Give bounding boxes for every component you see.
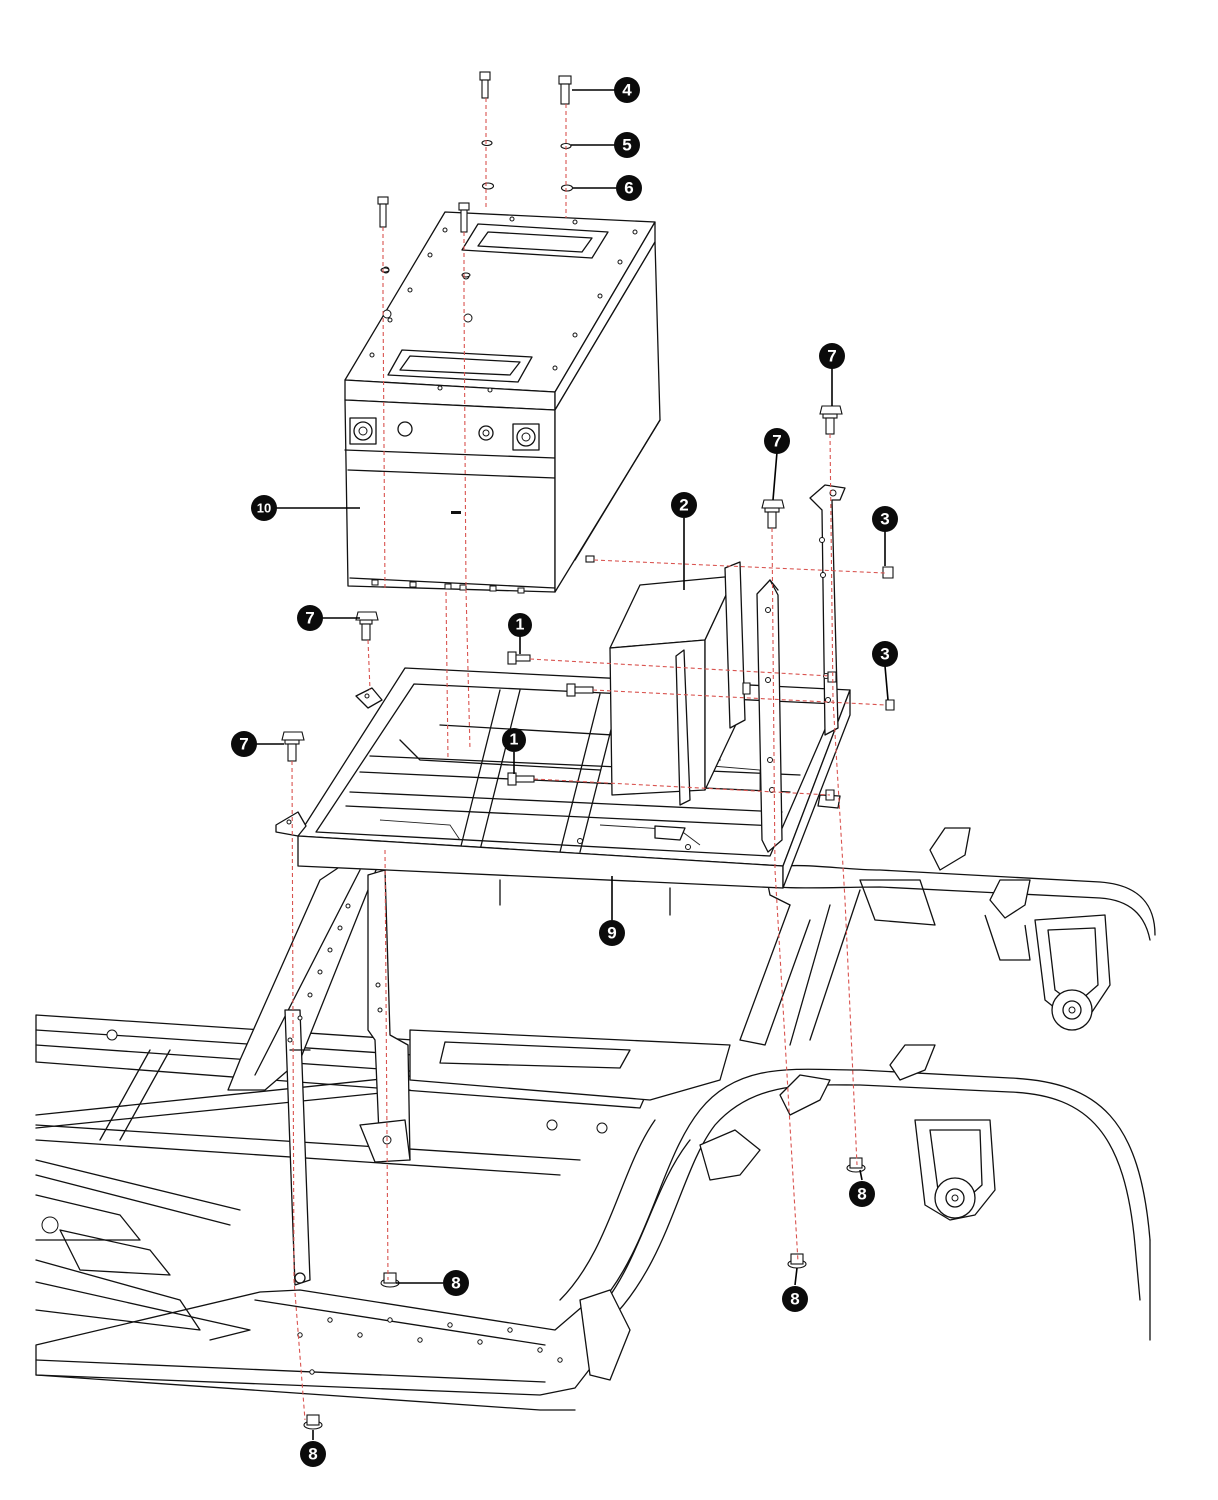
- callout-label: 10: [257, 501, 271, 516]
- callout-8: 8: [443, 1270, 469, 1296]
- suspension-mount-upper: [1034, 914, 1111, 1031]
- vehicle-chassis: [35, 827, 1156, 1411]
- callout-label: 9: [607, 924, 616, 943]
- callout-label: 7: [827, 347, 836, 366]
- callout-7: 7: [231, 731, 257, 757]
- flange-bolt-7c: [761, 499, 785, 529]
- callout-8: 8: [300, 1441, 326, 1467]
- callout-label: 3: [880, 645, 889, 664]
- callout-label: 8: [308, 1445, 317, 1464]
- flange-bolt-7a: [355, 611, 379, 641]
- flange-bolt-7b: [281, 731, 305, 762]
- callout-7: 7: [297, 605, 323, 631]
- suspension-mount-lower: [914, 1119, 996, 1221]
- callout-3: 3: [872, 506, 898, 532]
- callout-label: 7: [772, 432, 781, 451]
- callout-10: 10: [251, 495, 277, 521]
- callout-label: 4: [622, 81, 632, 100]
- callout-8: 8: [782, 1286, 808, 1312]
- callout-1: 1: [502, 728, 526, 752]
- callout-label: 6: [624, 179, 633, 198]
- plate-holes: [297, 1317, 563, 1375]
- support-bracket-left: [227, 859, 411, 1286]
- bolt-4b: [558, 75, 572, 105]
- callout-1: 1: [508, 613, 532, 637]
- callout-label: 8: [451, 1274, 460, 1293]
- handle-rear: [461, 223, 609, 259]
- battery-box: [344, 211, 661, 594]
- callout-label: 1: [510, 732, 519, 749]
- callout-label: 7: [305, 609, 314, 628]
- callout-label: 7: [239, 735, 248, 754]
- handle-front: [387, 349, 533, 383]
- flange-bolt-7d: [819, 405, 843, 435]
- vertical-bracket-mid: [675, 579, 783, 853]
- callout-6: 6: [616, 175, 642, 201]
- callout-label: 2: [679, 496, 688, 515]
- callout-7: 7: [764, 428, 790, 454]
- callout-8: 8: [849, 1181, 875, 1207]
- bolt-4a: [479, 71, 491, 99]
- callout-4: 4: [614, 77, 640, 103]
- callout-3: 3: [872, 641, 898, 667]
- assembly-lines: [291, 98, 887, 1421]
- callout-label: 5: [622, 136, 631, 155]
- callout-label: 8: [790, 1290, 799, 1309]
- callout-9: 9: [599, 920, 625, 946]
- callout-2: 2: [671, 492, 697, 518]
- callout-7: 7: [819, 343, 845, 369]
- connector-left: [349, 417, 377, 445]
- callouts: 1 1 2 3 3 4 5 6 7 7 7 7 8 8 8 8 9 10: [231, 77, 898, 1467]
- callout-label: 8: [857, 1185, 866, 1204]
- connector-right: [512, 423, 540, 451]
- callout-label: 1: [516, 617, 525, 634]
- callout-label: 3: [880, 510, 889, 529]
- fasteners: [281, 71, 895, 1430]
- callout-5: 5: [614, 132, 640, 158]
